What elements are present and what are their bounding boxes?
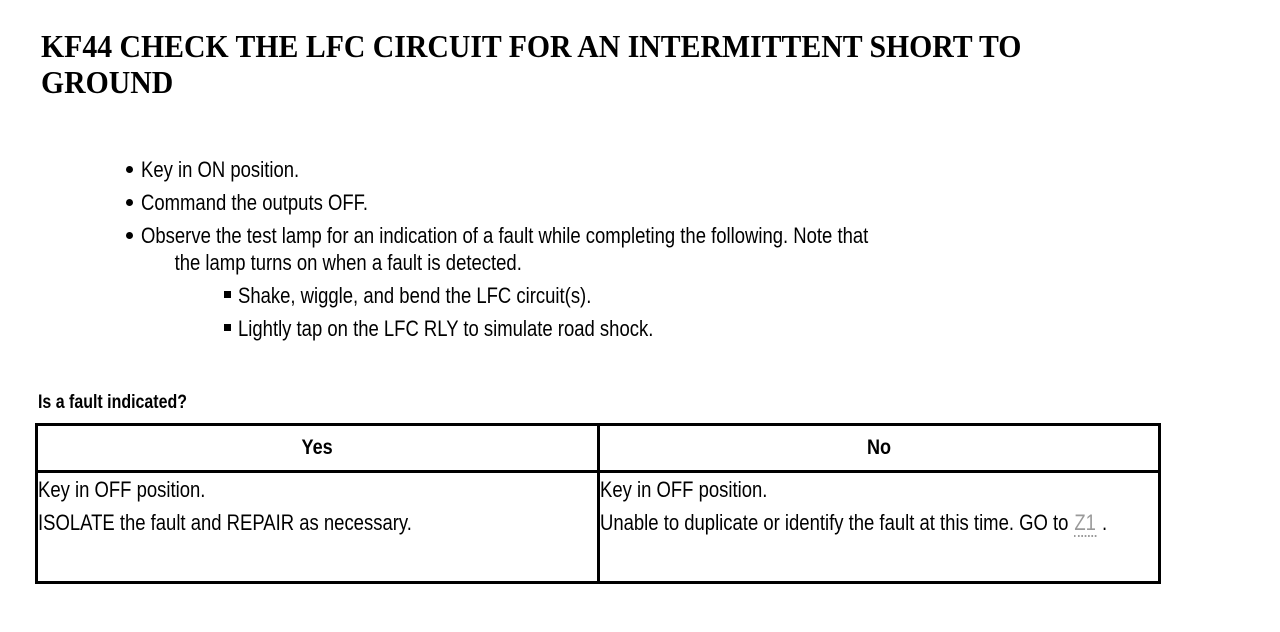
table-cell-yes-text: Key in OFF position. ISOLATE the fault a… [38,477,412,535]
table-cell-no-text: Key in OFF position. Unable to duplicate… [600,473,1158,539]
table-header-row: Yes No [35,423,1161,473]
page-title: KF44 CHECK THE LFC CIRCUIT FOR AN INTERM… [41,28,1022,100]
bullet-square-icon [224,291,231,298]
list-item: Command the outputs OFF. [0,189,1280,216]
table-cell-yes: Key in OFF position. ISOLATE the fault a… [35,470,600,584]
bullet-dot-icon [126,232,133,239]
bullet-dot-icon [126,199,133,206]
table-header-yes: Yes [35,423,600,473]
list-item-label: Observe the test lamp for an indication … [141,223,869,248]
table-header-yes-label: Yes [301,436,334,459]
list-item: Key in ON position. [0,156,1280,183]
table-header-no: No [597,423,1161,473]
cross-reference-link-z1[interactable]: Z1 [1073,510,1097,537]
list-item-label: Lightly tap on the LFC RLY to simulate r… [238,316,654,341]
table-header-no-label: No [866,436,892,459]
list-item: Lightly tap on the LFC RLY to simulate r… [0,315,1280,342]
table-cell-no: Key in OFF position. Unable to duplicate… [597,470,1161,584]
table-cell-no-text-before: Key in OFF position. Unable to duplicate… [600,477,1069,535]
list-item: Shake, wiggle, and bend the LFC circuit(… [0,282,1280,309]
list-item-label: Command the outputs OFF. [141,190,368,215]
table-row: Key in OFF position. ISOLATE the fault a… [35,470,1161,584]
list-item-label: Shake, wiggle, and bend the LFC circuit(… [238,283,592,308]
list-item: Observe the test lamp for an indication … [0,222,1280,276]
list-item-label: Key in ON position. [141,157,300,182]
bullet-square-icon [224,324,231,331]
table-cell-no-text-after: . [1096,510,1108,535]
procedure-steps: Key in ON position. Command the outputs … [0,156,1280,348]
bullet-dot-icon [126,166,133,173]
list-item-continuation: the lamp turns on when a fault is detect… [174,250,522,275]
decision-question: Is a fault indicated? [38,392,187,413]
decision-table: Yes No Key in OFF position. ISOLATE the … [35,423,1161,584]
